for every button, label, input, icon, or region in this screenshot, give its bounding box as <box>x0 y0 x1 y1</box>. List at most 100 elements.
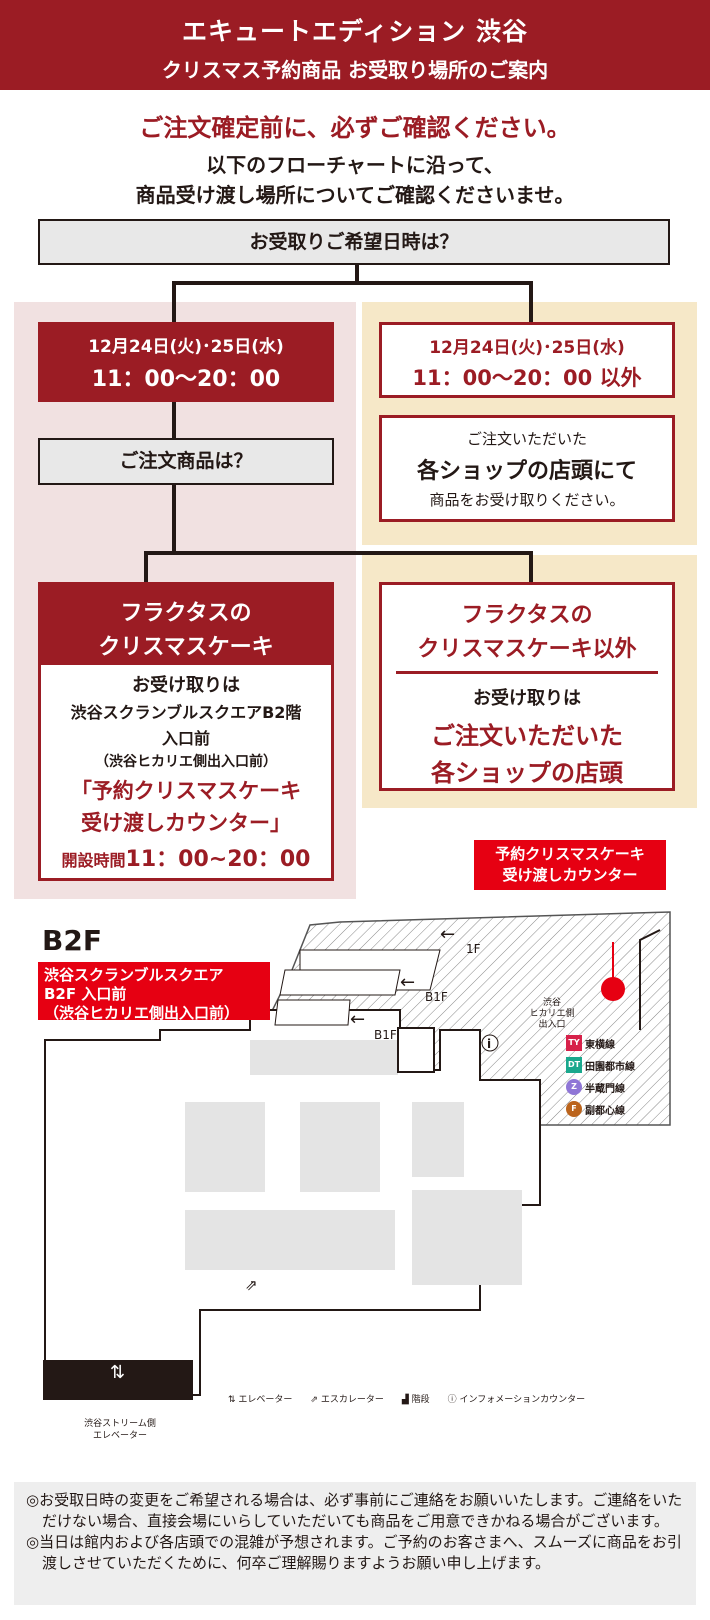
train-line: DT 田園都市線 <box>566 1054 666 1076</box>
intro-text: 以下のフローチャートに沿って、 商品受け渡し場所についてご確認くださいませ。 <box>0 150 710 210</box>
stream-elevator-block <box>43 1360 193 1400</box>
shop-block <box>412 1190 522 1285</box>
line-badge: F <box>566 1101 582 1117</box>
flow-connector <box>529 551 533 583</box>
question-pickup-datetime: お受取りご希望日時は？ <box>38 219 670 265</box>
info-icon-glyph: i <box>487 1037 491 1051</box>
arrow-left-icon: ← <box>400 972 415 993</box>
legend-item: ⓘ インフォメーションカウンター <box>448 1392 585 1405</box>
datetime-box-within: 12月24日(火)･25日(水) 11：00〜20：00 <box>38 322 334 402</box>
counter-tag-line: 受け渡しカウンター <box>502 866 638 884</box>
hours-label: 開設時間 <box>61 851 126 870</box>
flow-connector <box>144 551 148 583</box>
shop-block <box>250 1040 398 1075</box>
shop-pickup-line: ご注文いただいた <box>466 430 587 448</box>
intro-line: 商品受け渡し場所についてご確認くださいませ。 <box>135 183 575 207</box>
legend-label: 階段 <box>411 1395 430 1405</box>
hikarie-exit-label: 渋谷 ヒカリエ側 出入口 <box>522 998 582 1031</box>
footnote: ◎当日は館内および各店頭での混雑が予想されます。ご予約のお客さまへ、スムーズに商… <box>26 1533 682 1572</box>
location-tag-line: 渋谷スクランブルスクエア <box>44 966 224 984</box>
page-header: エキュートエディション 渋谷 クリスマス予約商品 お受取り場所のご案内 <box>0 0 710 90</box>
arrow-left-icon: ← <box>350 1009 365 1030</box>
pickup-line: （渋谷ヒカリエ側出入口前） <box>95 754 277 770</box>
warning-text: ご注文確定前に、必ずご確認ください。 <box>139 114 571 142</box>
line-badge: Z <box>566 1079 582 1095</box>
shop-pickup-box: ご注文いただいた 各ショップの店頭にて 商品をお受け取りください。 <box>379 415 675 522</box>
hours-value: 11：00~20：00 <box>125 847 311 872</box>
hours-line: 開設時間11：00~20：00 <box>41 837 331 873</box>
fractus-title-line: クリスマスケーキ <box>98 635 274 660</box>
floor-map: ← ← ← i ⇗ <box>43 911 671 1400</box>
fractus-title: フラクタスの クリスマスケーキ <box>41 585 331 665</box>
elevator-icon: ⇅ <box>110 1362 126 1383</box>
stream-elevator-line: エレベーター <box>92 1431 147 1441</box>
train-line: TY 東横線 <box>566 1032 666 1054</box>
hikarie-exit-line: 渋谷 <box>542 998 561 1008</box>
flow-connector <box>172 400 176 440</box>
fractus-title-line: フラクタスの <box>120 601 252 626</box>
stream-elevator-line: 渋谷ストリーム側 <box>84 1419 156 1429</box>
legend-label: エレベーター <box>238 1395 293 1405</box>
footnote: ◎お受取日時の変更をご希望される場合は、必ず事前にご連絡をお願いいたします。ご連… <box>26 1491 683 1530</box>
other-title-line: フラクタスの <box>461 603 593 628</box>
line-badge: DT <box>566 1057 582 1073</box>
other-box: フラクタスの クリスマスケーキ以外 お受け取りは ご注文いただいた 各ショップの… <box>379 582 675 791</box>
date-range: 12月24日(火)･25日(水) <box>429 338 625 358</box>
line-name: 東横線 <box>585 1039 615 1051</box>
elevator-icon: ⇅ <box>228 1395 239 1405</box>
train-lines: TY 東横線 DT 田園都市線 Z 半蔵門線 F 副都心線 <box>566 1032 666 1120</box>
pickup-line: ご注文いただいた <box>431 722 623 750</box>
pickup-line: 渋谷スクランブルスクエアB2階 <box>70 703 302 722</box>
info-icon <box>481 1034 499 1052</box>
counter-location-marker <box>601 977 625 1001</box>
pickup-line: 入口前 <box>161 729 210 748</box>
location-tag-line: B2F 入口前 <box>44 985 127 1003</box>
shop-block <box>300 1102 380 1192</box>
hikarie-exit-line: 出入口 <box>538 1020 566 1030</box>
line-badge: TY <box>566 1035 582 1051</box>
intro-line: 以下のフローチャートに沿って、 <box>206 153 504 177</box>
legend-item: ⇅ エレベーター <box>228 1392 292 1405</box>
page-title: エキュートエディション 渋谷 <box>182 17 528 46</box>
flow-connector <box>172 281 533 285</box>
direction-arrow-icon <box>639 929 661 1030</box>
flow-connector <box>529 281 533 323</box>
flow-connector <box>144 551 533 555</box>
flow-connector <box>172 281 176 323</box>
floor-label-b1f: B1F <box>374 1028 397 1042</box>
question-product: ご注文商品は？ <box>38 438 334 485</box>
location-tag-line: （渋谷ヒカリエ側出入口前） <box>44 1004 240 1022</box>
counter-tag: 予約クリスマスケーキ 受け渡しカウンター <box>474 840 666 890</box>
info-icon: ⓘ <box>447 1395 460 1405</box>
shop-pickup-line: 各ショップの店頭にて <box>416 459 637 484</box>
pickup-line: 各ショップの店頭 <box>431 759 623 787</box>
stairs-icon: ▟ <box>401 1395 412 1405</box>
flow-connector <box>355 263 359 283</box>
footnotes: ◎お受取日時の変更をご希望される場合は、必ず事前にご連絡をお願いいたします。ご連… <box>14 1482 696 1605</box>
line-name: 田園都市線 <box>585 1061 635 1073</box>
shop-block <box>185 1210 395 1270</box>
shop-pickup-line: 商品をお受け取りください。 <box>429 491 625 509</box>
counter-line: 受け渡しカウンター」 <box>81 811 291 835</box>
divider <box>396 671 658 674</box>
counter-tag-line: 予約クリスマスケーキ <box>495 845 645 863</box>
stream-elevator-label: 渋谷ストリーム側 エレベーター <box>60 1418 180 1442</box>
legend-item: ⇗ エスカレーター <box>310 1392 383 1405</box>
line-name: 副都心線 <box>585 1105 625 1117</box>
counter-line: 「予約クリスマスケーキ <box>70 779 302 803</box>
fractus-box: フラクタスの クリスマスケーキ お受け取りは 渋谷スクランブルスクエアB2階 入… <box>38 582 334 881</box>
other-title-line: クリスマスケーキ以外 <box>417 637 637 662</box>
flow-connector <box>172 484 176 554</box>
legend-item: ▟ 階段 <box>402 1392 430 1405</box>
hikarie-exit-line: ヒカリエ側 <box>529 1009 575 1019</box>
arrow-left-icon: ← <box>440 924 455 945</box>
pickup-line: お受け取りは <box>132 675 240 696</box>
datetime-box-outside: 12月24日(火)･25日(水) 11：00〜20：00 以外 <box>379 322 675 398</box>
shop-block <box>412 1102 464 1177</box>
time-range: 11：00〜20：00 <box>91 367 281 392</box>
map-legend: ⇅ エレベーター ⇗ エスカレーター ▟ 階段 ⓘ インフォメーションカウンター <box>228 1392 585 1405</box>
time-range: 11：00〜20：00 以外 <box>412 366 642 390</box>
location-tag: 渋谷スクランブルスクエア B2F 入口前 （渋谷ヒカリエ側出入口前） <box>38 962 270 1022</box>
train-line: F 副都心線 <box>566 1098 666 1120</box>
line-name: 半蔵門線 <box>585 1083 625 1095</box>
